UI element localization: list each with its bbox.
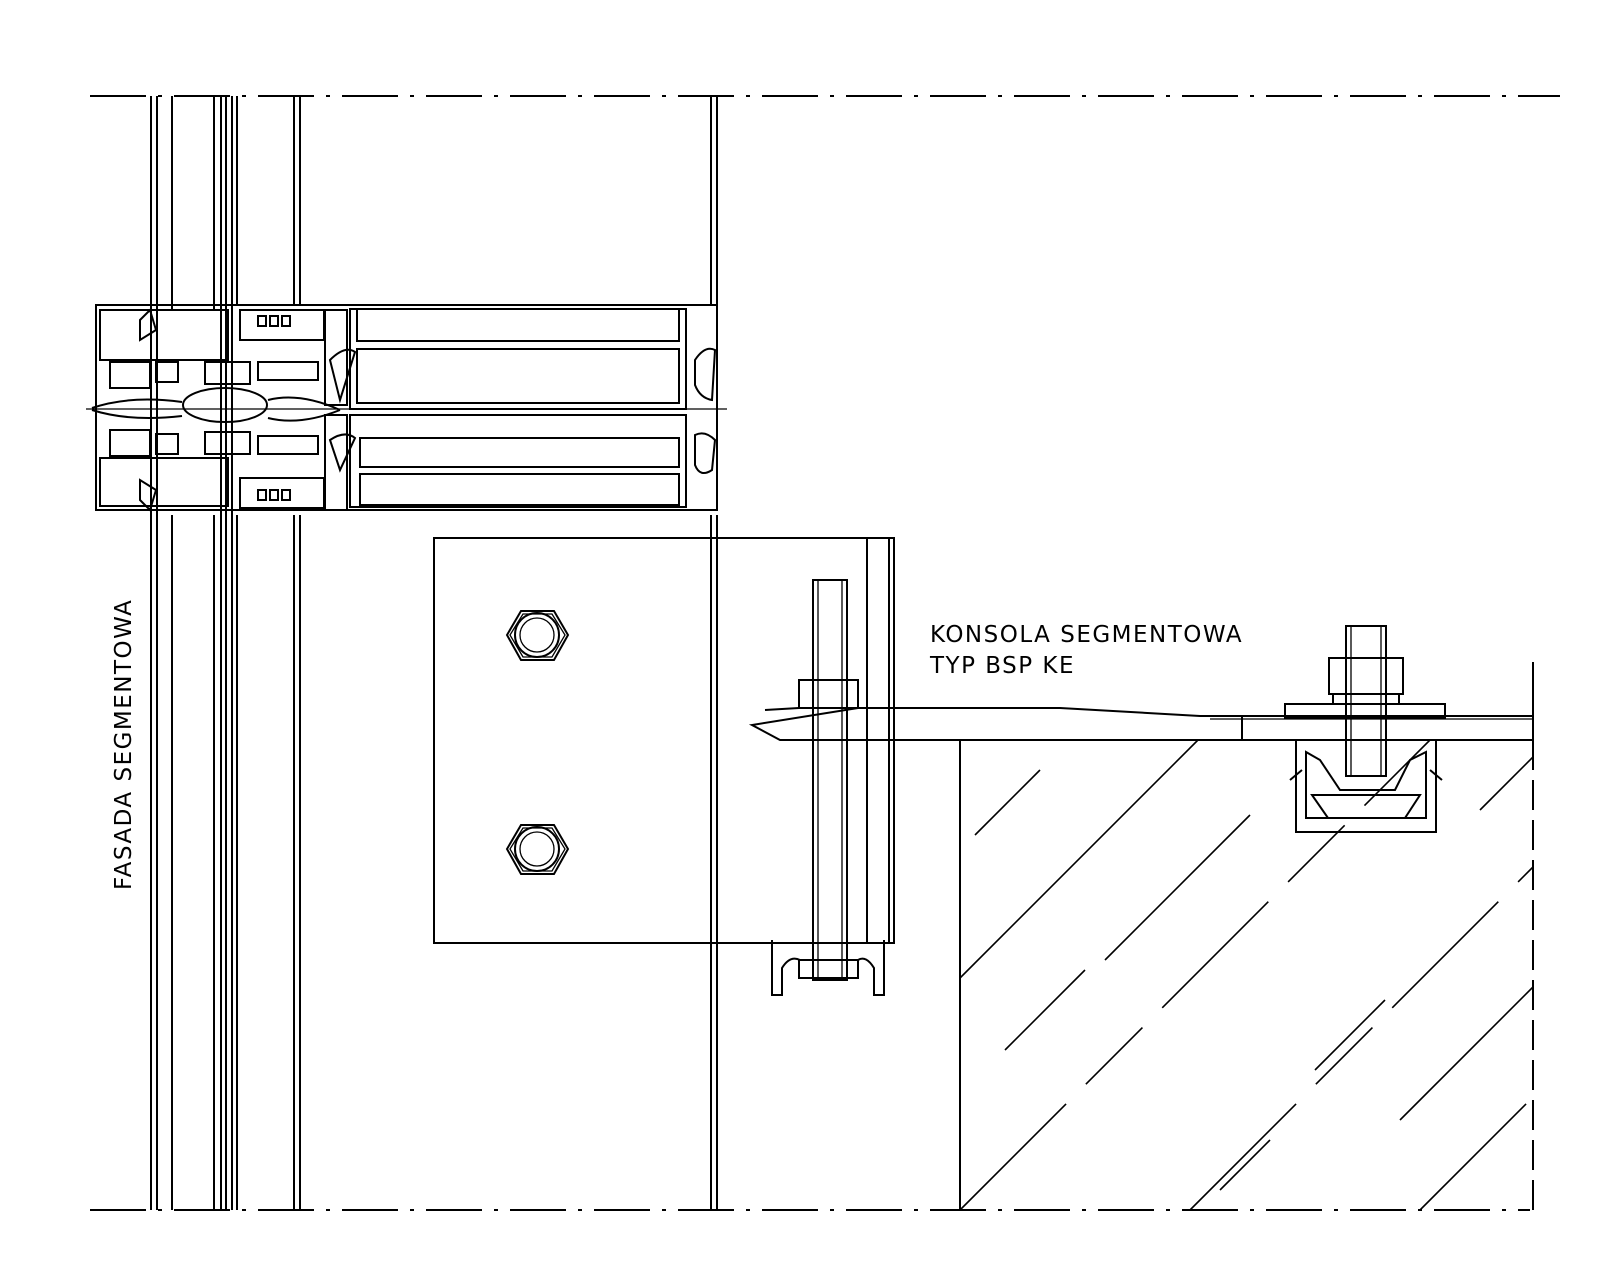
hex-nut-upper — [505, 610, 570, 661]
concrete-slab — [959, 662, 1534, 1211]
facade-vertical-profiles — [150, 96, 718, 1210]
threaded-rod — [771, 579, 885, 996]
hex-nut-lower — [505, 824, 570, 875]
right-bolt-assembly — [1284, 625, 1446, 833]
console-label-line1: KONSOLA SEGMENTOWA — [930, 622, 1243, 648]
facade-label: FASADA SEGMENTOWA — [111, 599, 137, 890]
console-label-line2: TYP BSP KE — [929, 653, 1075, 679]
console-arm — [748, 707, 1534, 741]
transom-profile-section — [86, 304, 727, 512]
